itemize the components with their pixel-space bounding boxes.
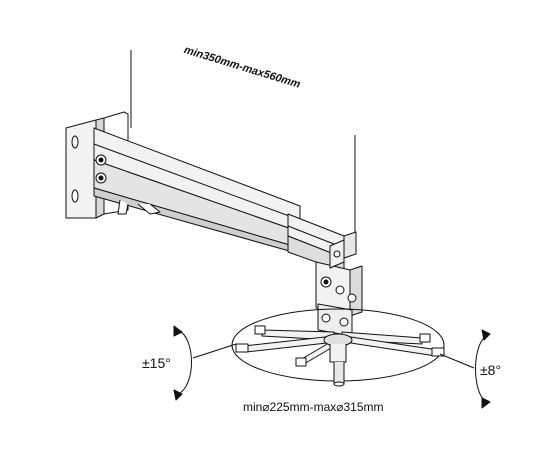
tilt-plate — [317, 303, 353, 337]
tilt-rotation-arrow-icon — [173, 325, 237, 401]
tilt-angle-label: ±15° — [142, 355, 171, 371]
swivel-head — [315, 239, 363, 317]
spider-arms — [243, 329, 439, 365]
mount-plate-range-label: min⌀225mm-max⌀315mm — [243, 400, 384, 414]
arm-end-clips — [235, 325, 445, 367]
arm-bolts — [95, 154, 107, 184]
extension-dimension-lines — [130, 50, 356, 240]
swivel-rotation-arrow-icon — [439, 329, 491, 409]
outer-arm-tube — [93, 127, 301, 255]
swivel-angle-label: ±8° — [480, 362, 502, 378]
center-hub — [323, 333, 353, 387]
